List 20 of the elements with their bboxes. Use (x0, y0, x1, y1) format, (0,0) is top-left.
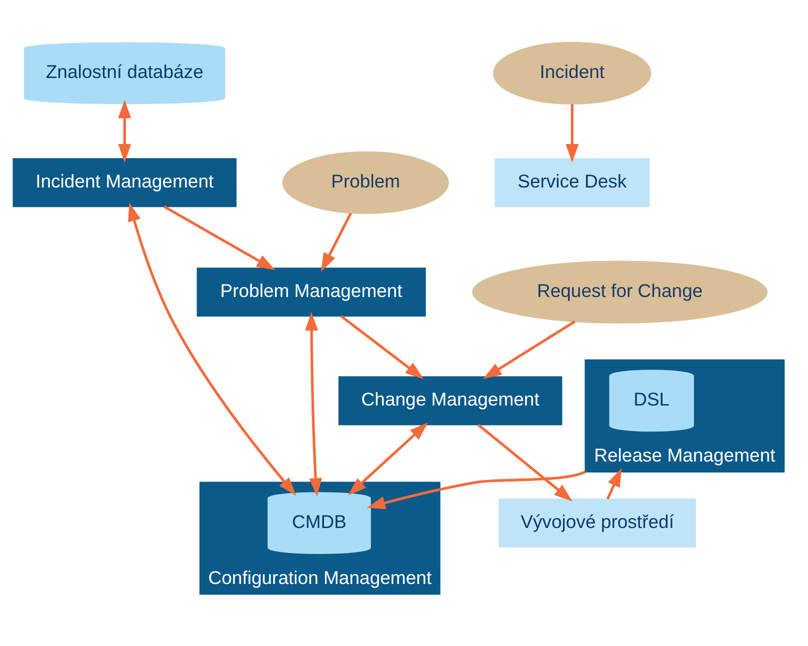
node-box: Problem Management (196, 267, 426, 316)
arrow (478, 423, 573, 502)
arrow (128, 202, 296, 496)
node-ellipse: Request for Change (472, 260, 768, 323)
arrow (566, 104, 579, 162)
arrow (321, 212, 352, 272)
node-box: Service Desk (494, 158, 650, 207)
arrow (366, 470, 586, 509)
arrow (340, 314, 424, 379)
arrow (606, 468, 622, 500)
arrow (118, 99, 132, 162)
arrow (164, 204, 276, 270)
arrow (483, 320, 576, 378)
node-box: Change Management (338, 376, 562, 425)
node-ellipse: Problem (282, 150, 449, 214)
arrow (348, 422, 428, 495)
node-ellipse: Incident (492, 41, 652, 104)
node-box: Incident Management (12, 158, 236, 207)
node-box: Vývojové prostředí (498, 498, 696, 548)
arrow (305, 311, 322, 496)
